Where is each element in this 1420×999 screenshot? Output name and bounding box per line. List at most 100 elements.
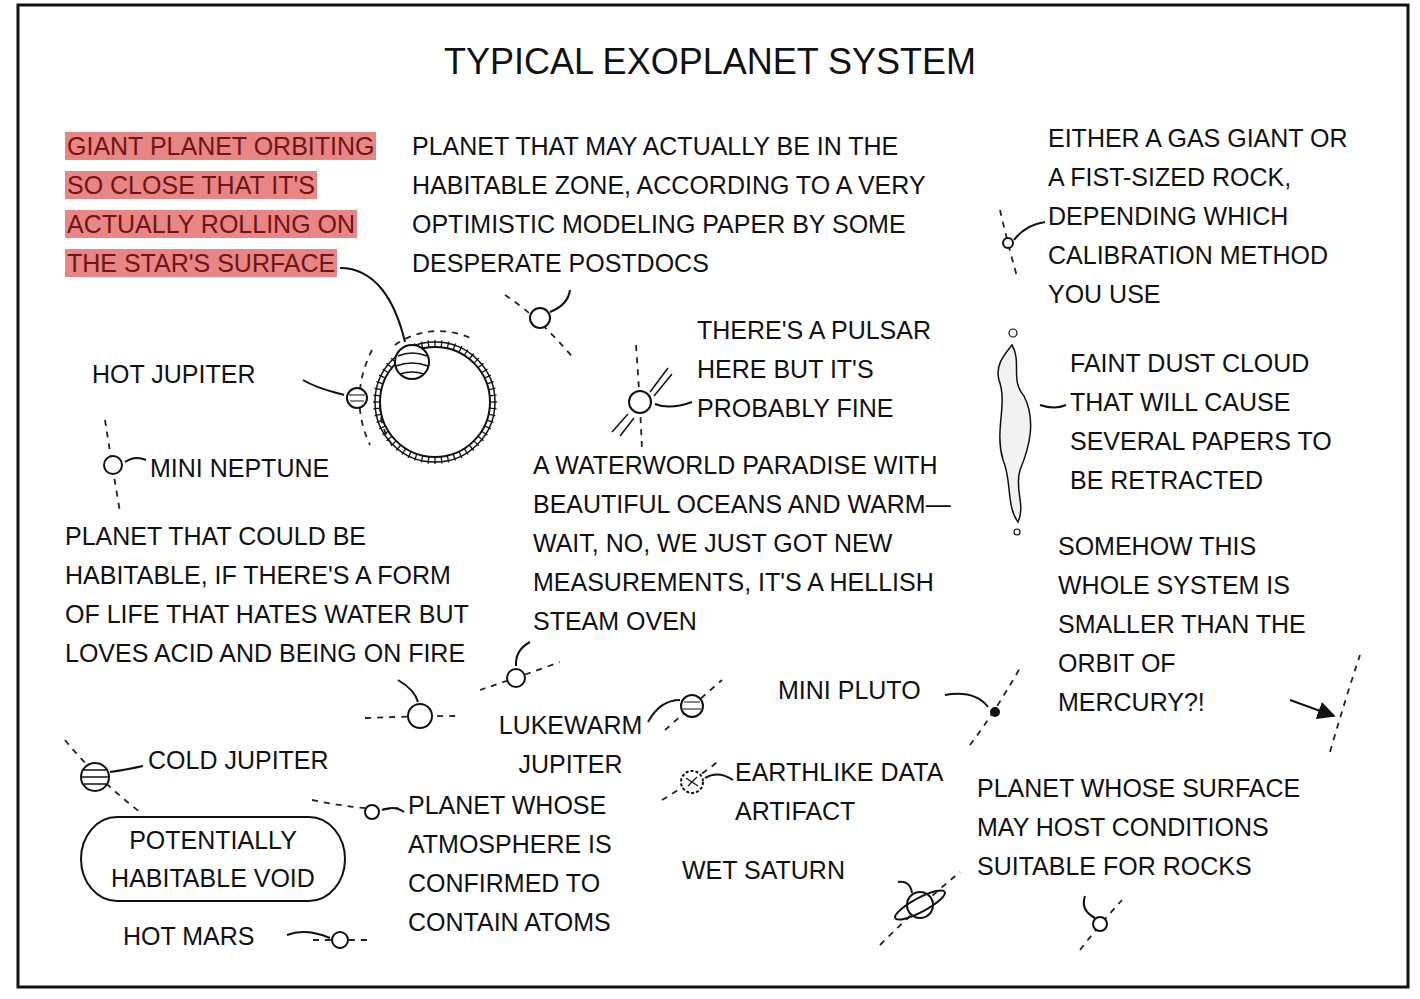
star-and-planets [81,763,109,791]
star-and-planets [453,343,455,350]
star-and-planets [396,353,428,374]
star-and-planets [408,452,411,458]
star-and-planets [507,669,525,687]
star-and-planets [485,426,491,429]
label-text: MINI NEPTUNE [150,454,329,482]
label-text: PLANET WHOSE SURFACE MAY HOST CONDITIONS… [977,774,1300,880]
star-and-planets [683,702,701,709]
label-text: WET SATURN [682,856,845,884]
star-and-planets [81,238,1107,948]
leader-lines [303,380,344,395]
star-and-planets [1093,917,1107,931]
label-text: HOT MARS [123,922,255,950]
callout-label: WET SATURN [682,851,845,890]
leader-lines [1040,405,1066,408]
star-and-planets [434,457,435,464]
star-and-planets [490,394,497,396]
star-and-planets [375,342,495,462]
star-and-planets [681,771,703,793]
star-and-planets [892,886,948,925]
leader-lines [648,700,680,722]
star-and-planets [387,363,392,367]
leader-lines [398,680,418,702]
star-and-planets [427,457,429,464]
star-and-planets [447,342,449,349]
void-bubble: POTENTIALLY HABITABLE VOID [79,815,347,903]
callout-label: GIANT PLANET ORBITING SO CLOSE THAT IT'S… [65,127,375,283]
star-and-planets [387,436,392,440]
leader-lines [945,694,988,707]
callout-label: PLANET WHOSE ATMOSPHERE IS CONFIRMED TO … [408,786,658,942]
star-and-planets [383,431,389,435]
label-text: HOT JUPITER [92,360,255,388]
star-and-planets [1014,529,1020,535]
star-and-planets [482,431,488,435]
leader-lines [550,290,570,312]
star-and-planets [421,456,423,463]
orbit-lines [505,295,575,360]
callout-label: PLANET THAT MAY ACTUALLY BE IN THE HABIT… [412,127,982,283]
orbit-lines [665,680,722,730]
star-and-planets [490,408,497,410]
label-text: MINI PLUTO [778,676,921,704]
star-and-planets [482,369,488,373]
star-and-planets [469,354,473,359]
star-and-planets [376,420,383,422]
star-and-planets [349,395,365,401]
star-and-planets [686,777,698,786]
orbit-lines [880,872,960,945]
orbit-lines [662,760,720,800]
star-and-planets [681,771,703,793]
leader-lines [705,774,733,780]
star-and-planets [347,388,367,408]
label-text: EITHER A GAS GIANT OR A FIST-SIZED ROCK,… [1048,124,1348,308]
star-and-planets [487,382,494,384]
orbit-lines [1080,900,1122,950]
star-and-planets [427,340,429,347]
star-and-planets [459,452,462,458]
star-and-planets [530,308,550,328]
star-and-planets [375,414,382,416]
label-text: THERE'S A PULSAR HERE BUT IT'S PROBABLY … [697,316,931,422]
star-and-planets [1003,238,1013,248]
orbit-lines [395,331,470,345]
star-and-planets [396,445,400,450]
star-and-planets [347,388,367,408]
star-and-planets [441,457,443,464]
callout-label: MINI PLUTO [778,671,921,710]
star-and-planets [373,401,380,402]
star-and-planets [441,340,443,347]
star-and-planets [415,454,417,461]
panel-frame [18,5,1408,987]
star-and-planets [383,369,389,373]
star-and-planets [375,388,382,390]
panel-frame [18,5,1408,987]
star-and-planets [373,408,380,410]
label-text: EARTHLIKE DATA ARTIFACT [735,758,942,825]
star-and-planets [379,426,385,429]
orbit-lines [65,210,1360,950]
star-and-planets [474,358,479,363]
callout-label: LUKEWARM JUPITER [488,706,653,784]
comic-title: TYPICAL EXOPLANET SYSTEM [0,40,1420,84]
leader-lines [340,268,405,342]
star-and-planets [907,892,933,918]
label-text: PLANET THAT MAY ACTUALLY BE IN THE HABIT… [412,132,925,277]
star-and-planets [408,704,432,728]
leader-lines [1084,896,1095,918]
star-and-planets [376,382,383,384]
leader-lines [287,932,330,938]
star-and-planets [487,420,494,422]
star-and-planets [629,391,651,413]
callout-label: A WATERWORLD PARADISE WITH BEAUTIFUL OCE… [533,446,973,641]
orbit-lines [970,668,1020,745]
star-and-planets [395,345,429,379]
leader-lines [516,642,530,666]
callout-label: PLANET WHOSE SURFACE MAY HOST CONDITIONS… [977,769,1337,886]
label-text: LUKEWARM JUPITER [499,711,643,778]
callout-label: HOT JUPITER [92,355,255,394]
bubble-text: POTENTIALLY HABITABLE VOID [93,821,333,897]
star-and-planets [478,363,483,367]
orbit-lines [312,800,398,809]
